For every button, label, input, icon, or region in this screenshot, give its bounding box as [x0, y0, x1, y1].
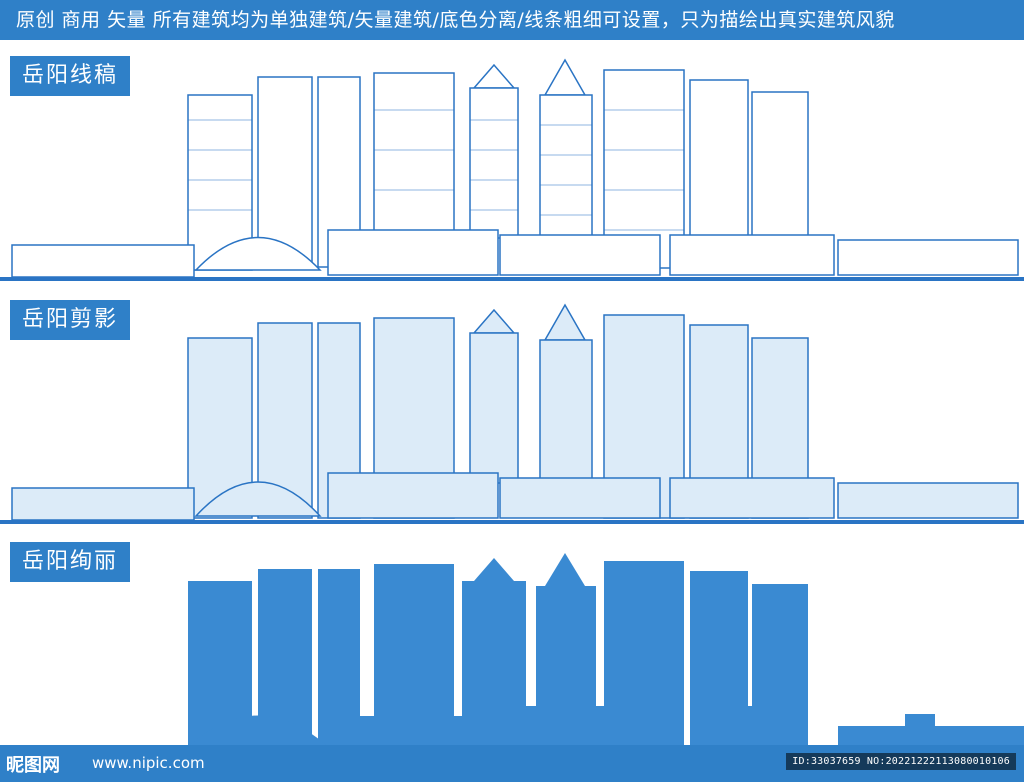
- pagoda-1: [469, 87, 519, 239]
- tower-2: [257, 76, 313, 268]
- pagoda-1-roof: [472, 63, 516, 89]
- image-id-box: ID:33037659 NO:20221222113080010106: [786, 753, 1016, 770]
- skyline-outline: [0, 58, 1024, 281]
- section-silhouette: 岳阳剪影: [0, 288, 1024, 533]
- skyline-solid: [188, 553, 1024, 745]
- site-url[interactable]: www.nipic.com: [92, 754, 205, 772]
- top-banner: 原创 商用 矢量 所有建筑均为单独建筑/矢量建筑/底色分离/线条粗细可设置，只为…: [0, 0, 1024, 40]
- pagoda-2-roof: [543, 58, 587, 96]
- section-label-silhouette: 岳阳剪影: [10, 300, 131, 340]
- temple: [499, 234, 661, 276]
- section-label-outline: 岳阳线稿: [10, 56, 131, 96]
- ground-line-1: [0, 277, 1024, 281]
- section-label-solid: 岳阳绚丽: [10, 542, 131, 582]
- section-solid: 岳阳绚丽: [0, 536, 1024, 745]
- section-outline: 岳阳线稿: [0, 40, 1024, 285]
- low-building-1: [11, 244, 195, 278]
- ground-line-2: [0, 520, 1024, 524]
- nipic-logo[interactable]: 昵图网: [6, 755, 60, 776]
- low-building-4: [837, 239, 1019, 276]
- low-building-2: [327, 229, 499, 276]
- banner-text: 原创 商用 矢量 所有建筑均为单独建筑/矢量建筑/底色分离/线条粗细可设置，只为…: [16, 9, 895, 31]
- skyline-silhouette: [0, 303, 1024, 524]
- pagoda-2: [539, 94, 593, 241]
- footer-bar: 昵图网 www.nipic.com ID:33037659 NO:2022122…: [0, 745, 1024, 782]
- low-building-3: [669, 234, 835, 276]
- stadium: [194, 236, 322, 271]
